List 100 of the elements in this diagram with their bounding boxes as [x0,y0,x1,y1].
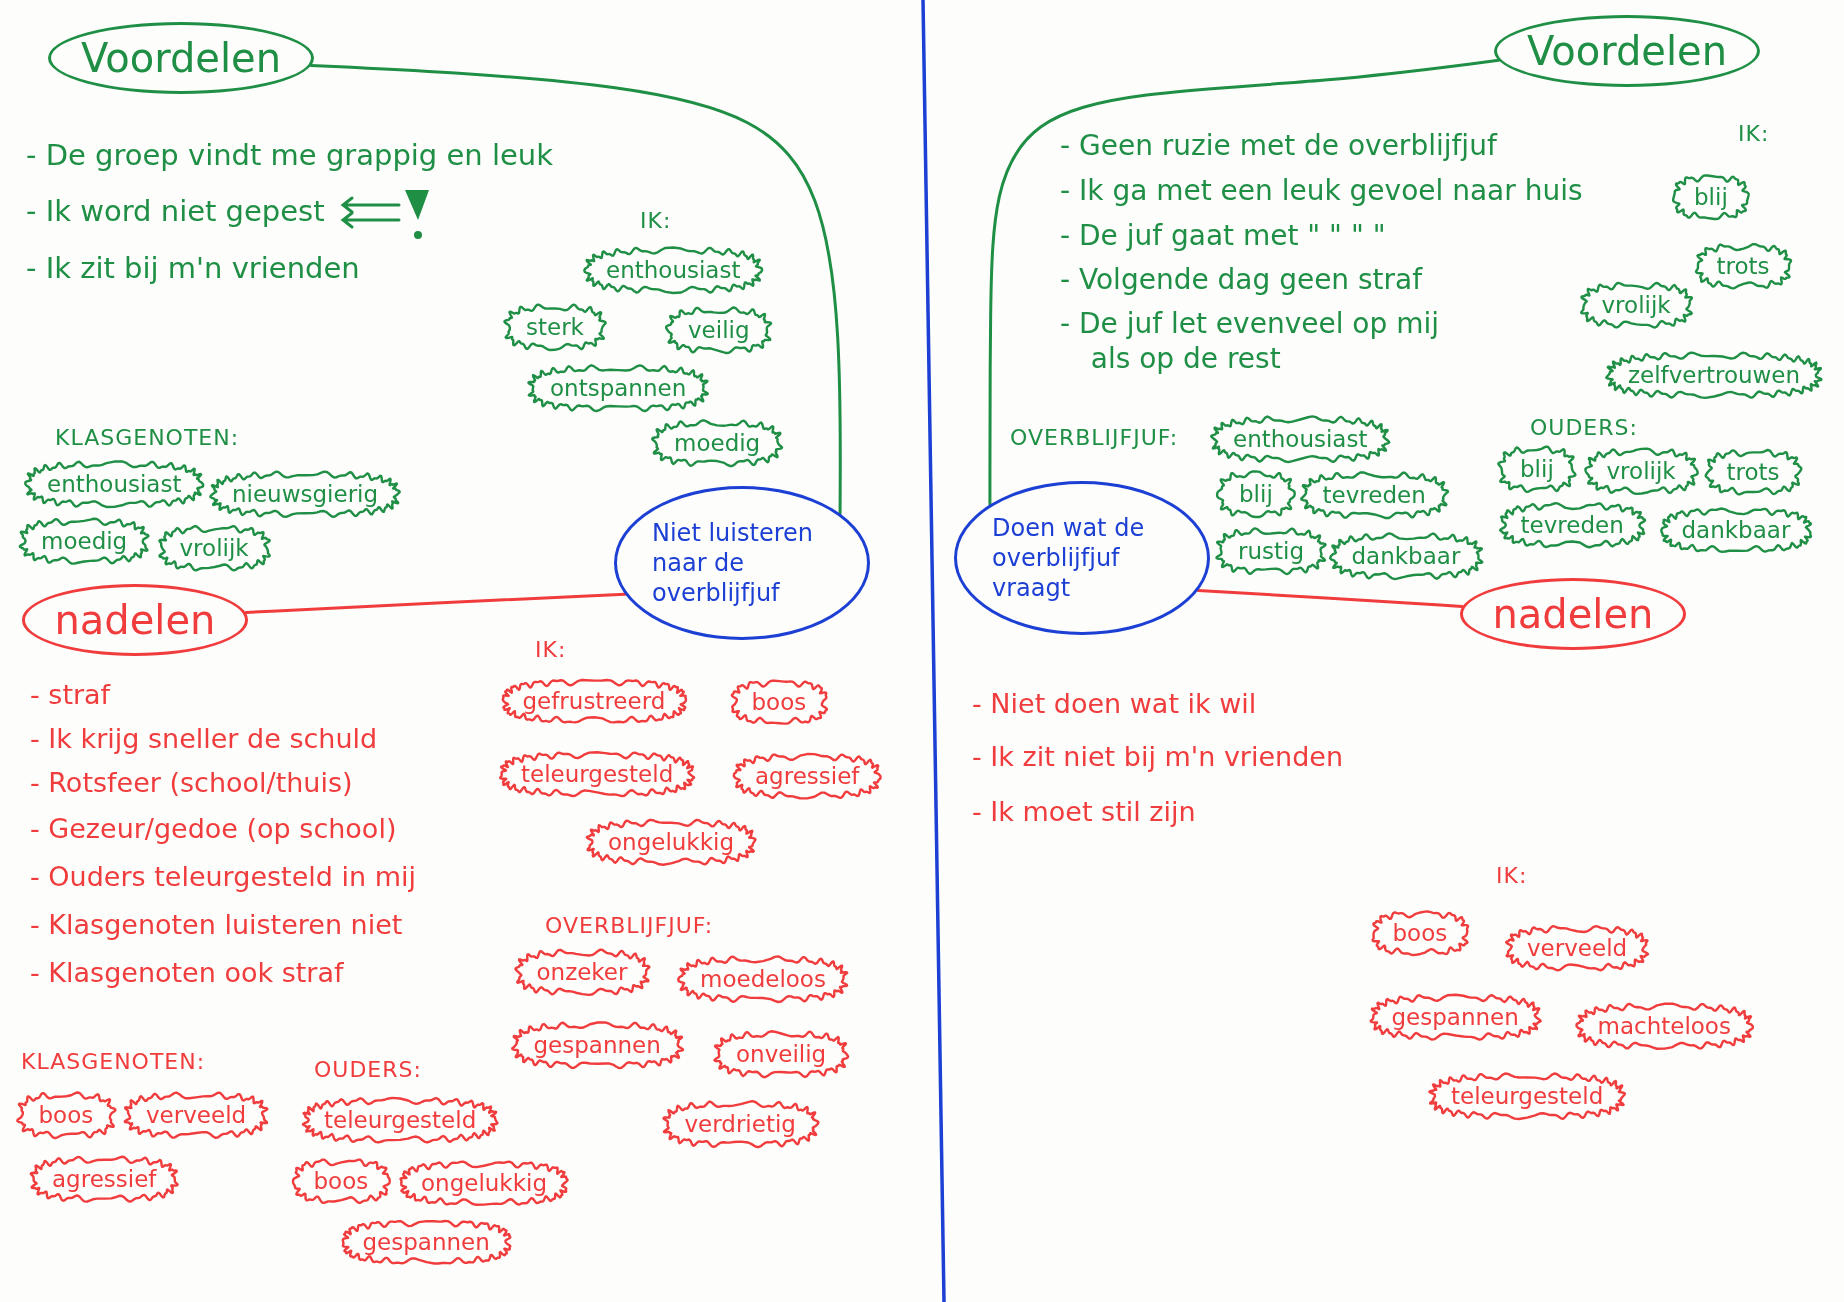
cloud-bubble [122,1090,271,1141]
heading-oval [1494,15,1761,87]
feeling-word: agressief [755,763,860,790]
group-heading: KLASGENOTEN: [55,424,240,452]
feeling-word: nieuwsgierig [232,481,379,508]
feeling-word: blij [1239,481,1273,508]
cloud-bubble [155,523,273,574]
bullet-text: - straf [30,678,111,712]
feeling-word: trots [1726,459,1780,486]
cloud-bubble [17,516,152,567]
cloud-bubble [1214,526,1329,577]
group-heading: KLASGENOTEN: [21,1048,206,1076]
situation-label: Doen wat de overblijfjuf vraagt [992,513,1146,603]
feeling-word: gespannen [362,1229,490,1256]
bullet-text: - De groep vindt me grappig en leuk [26,137,553,174]
feeling-word: enthousiast [47,471,182,498]
situation-ellipse [954,481,1210,635]
bullet-text: - Ik word niet gepest [26,193,325,230]
cloud-bubble [1604,350,1825,401]
feeling-word: enthousiast [1233,426,1368,453]
bullet-text: - Ik zit niet bij m'n vrienden [972,740,1344,774]
bullet-text: - Ik zit bij m'n vrienden [26,250,360,287]
bullet-text: - De juf gaat met " " " " [1060,218,1386,253]
feeling-word: tevreden [1520,512,1624,539]
cloud-bubble [1368,908,1472,959]
feeling-word: teleurgesteld [1451,1083,1604,1110]
cloud-bubble [1670,172,1752,223]
feeling-word: gespannen [1391,1004,1519,1031]
feeling-word: dankbaar [1681,517,1791,544]
bullet-text: - Geen ruzie met de overblijfjuf [1060,128,1497,163]
cloud-bubble [512,947,652,998]
feeling-word: moedig [41,528,128,555]
bullet-text: - Ouders teleurgesteld in mij [30,860,416,894]
cloud-bubble [28,1154,181,1205]
cloud-bubble [1692,241,1794,292]
group-heading: OVERBLIJFJUF: [1010,424,1179,452]
cloud-bubble [208,469,403,520]
cloud-bubble [664,305,774,356]
cloud-bubble [14,1090,118,1141]
feeling-word: vrolijk [1601,292,1671,319]
feeling-word: gefrustreerd [522,688,666,715]
group-heading: IK: [1738,120,1770,148]
bullet-text: - Volgende dag geen straf [1060,262,1423,297]
cloud-bubble [1496,500,1648,551]
feeling-word: veilig [688,317,750,344]
feeling-word: verveeld [146,1102,247,1129]
feeling-word: moedig [674,430,761,457]
situation-label: Niet luisteren naar de overblijfjuf [652,518,814,608]
feeling-word: dankbaar [1351,543,1461,570]
cloud-bubble [1327,531,1485,582]
feeling-word: boos [751,689,807,716]
feeling-word: blij [1694,184,1728,211]
heading-oval [21,584,249,656]
cloud-bubble [731,751,884,802]
connector-line [309,64,842,515]
cloud-bubble [509,1020,685,1071]
connector-line [1196,589,1464,608]
cloud-bubble [23,459,206,510]
cloud-bubble [289,1156,393,1207]
feeling-word: moedeloos [700,966,826,993]
bullet-text: - De juf let evenveel op mij als op de rest [1060,306,1440,376]
feeling-word: vrolijk [179,535,249,562]
heading-label: nadelen [1492,591,1654,637]
feeling-word: onveilig [736,1041,827,1068]
bullet-text: - Rotsfeer (school/thuis) [30,766,353,800]
group-heading: OUDERS: [1530,414,1638,442]
cloud-bubble [1298,470,1450,521]
cloud-bubble [1496,444,1578,495]
cloud-bubble [300,1095,501,1146]
cloud-bubble [1582,446,1700,497]
feeling-word: sterk [526,314,584,341]
feeling-word: ongelukkig [608,829,734,856]
bullet-text: - Ik ga met een leuk gevoel naar huis [1060,173,1583,208]
feeling-word: boos [313,1168,369,1195]
bullet-text: - Gezeur/gedoe (op school) [30,812,397,846]
feeling-word: vrolijk [1606,458,1676,485]
feeling-word: trots [1716,253,1770,280]
feeling-word: machteloos [1597,1013,1731,1040]
cloud-bubble [1209,414,1392,465]
heading-label: nadelen [54,597,216,643]
bullet-text: - Niet doen wat ik wil [972,687,1257,721]
cloud-bubble [1427,1071,1628,1122]
bullet-text: - Klasgenoten luisteren niet [30,908,403,942]
heading-label: Voordelen [1527,28,1728,74]
cloud-bubble [712,1029,851,1080]
cloud-bubble [502,302,608,353]
feeling-word: onzeker [536,959,628,986]
feeling-word: boos [1392,920,1448,947]
cloud-bubble [397,1158,571,1209]
cloud-bubble [582,245,765,296]
feeling-word: tevreden [1322,482,1426,509]
cloud-bubble [1573,1001,1755,1052]
cloud-bubble [497,749,698,800]
feeling-word: ontspannen [550,375,687,402]
heading-label: Voordelen [81,35,282,81]
cloud-bubble [526,363,711,414]
group-heading: IK: [535,636,567,664]
cloud-bubble [1367,992,1543,1043]
bullet-text: - Ik moet stil zijn [972,795,1196,829]
feeling-word: teleurgesteld [521,761,674,788]
